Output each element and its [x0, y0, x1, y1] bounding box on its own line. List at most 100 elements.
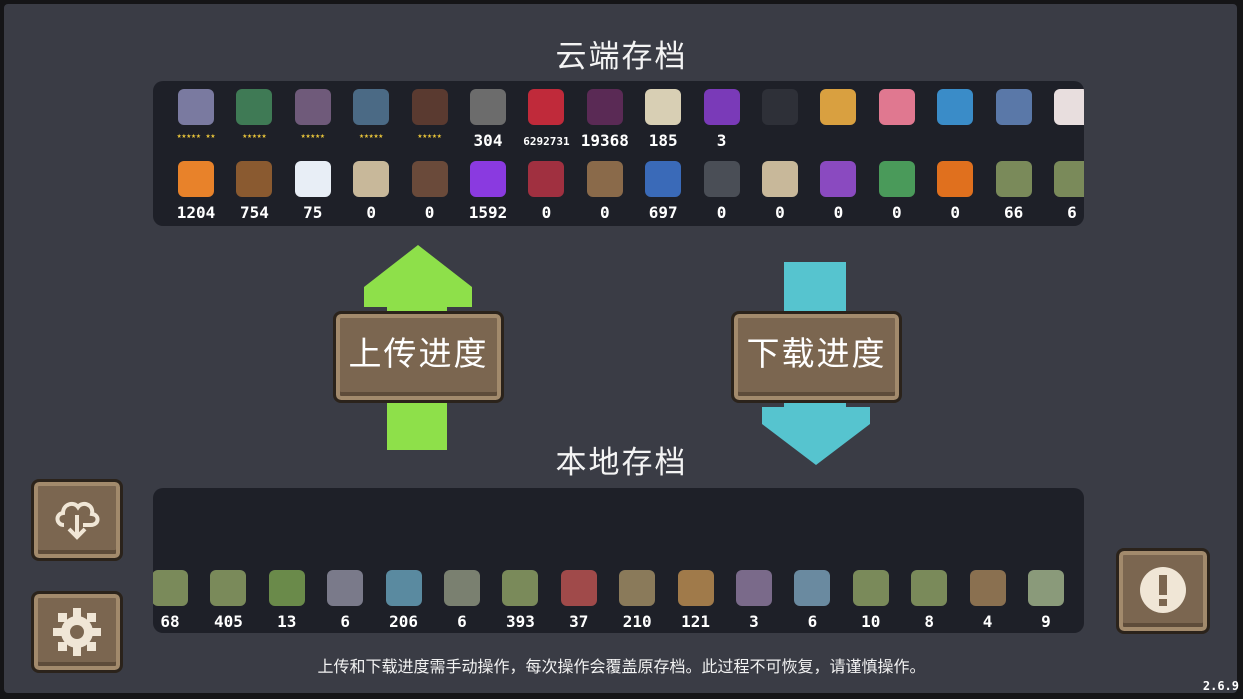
dark-dragon-icon	[586, 89, 623, 125]
white-bunny-icon	[1054, 89, 1084, 125]
item-slot[interactable]: 10	[842, 566, 900, 631]
item-slot[interactable]	[926, 85, 984, 149]
item-slot[interactable]	[868, 85, 926, 149]
item-slot[interactable]: 206	[375, 566, 433, 631]
item-slot[interactable]: 75	[284, 157, 342, 222]
item-count: ★★★★★	[417, 131, 442, 140]
notice-button[interactable]	[1116, 548, 1210, 634]
seed-bag-icon	[210, 570, 247, 606]
item-slot[interactable]: 3	[725, 566, 783, 631]
white-feather-icon	[294, 161, 331, 197]
item-slot[interactable]: 0	[751, 157, 809, 222]
item-slot[interactable]: 3	[693, 85, 751, 150]
item-slot[interactable]: 0	[342, 157, 400, 222]
item-count: 6	[340, 612, 350, 631]
item-slot[interactable]: 66	[985, 157, 1043, 222]
gray-tablet-icon	[703, 161, 740, 197]
item-slot[interactable]: 19368	[576, 85, 634, 150]
download-progress-label: 下载进度	[746, 334, 887, 373]
item-slot[interactable]: 6	[783, 566, 841, 631]
exclamation-icon	[1140, 567, 1186, 613]
item-slot[interactable]: 185	[634, 85, 692, 150]
item-count: 1592	[468, 203, 508, 222]
orange-cat-icon	[820, 89, 857, 125]
item-slot[interactable]: 405	[199, 566, 257, 631]
item-slot[interactable]: 0	[517, 157, 575, 222]
blue-scarf-icon	[645, 161, 682, 197]
settings-button[interactable]	[31, 591, 123, 673]
item-slot[interactable]: 6	[433, 566, 491, 631]
seed-bag-icon	[995, 161, 1032, 197]
parchment-icon	[762, 161, 798, 197]
item-count: 0	[599, 203, 610, 222]
item-slot[interactable]: 0	[809, 157, 867, 222]
download-progress-button[interactable]: 下载进度	[731, 311, 902, 403]
local-save-title: 本地存档	[555, 445, 688, 481]
pink-pig-icon	[878, 89, 915, 125]
rainbow-plant-icon	[820, 161, 857, 197]
item-slot[interactable]: 0	[576, 157, 634, 222]
item-slot[interactable]: 0	[693, 157, 751, 222]
fire-crystal-icon	[178, 161, 214, 197]
item-slot[interactable]: 0	[401, 157, 459, 222]
item-slot[interactable]: ★★★★★	[225, 85, 283, 149]
item-count: ★★★★★ ★★	[176, 131, 216, 140]
item-count: 754	[239, 203, 269, 222]
upload-progress-button[interactable]: 上传进度	[333, 311, 504, 403]
item-slot[interactable]: 393	[491, 566, 549, 631]
item-slot[interactable]: 1592	[459, 157, 517, 222]
item-slot[interactable]: 37	[550, 566, 608, 631]
seed-bag-blue-flower-icon	[153, 570, 188, 606]
item-slot[interactable]: 6292731	[517, 85, 575, 149]
carrot-icon	[937, 161, 974, 197]
machine-part-icon	[528, 161, 565, 197]
seed-bag-icon	[852, 570, 889, 606]
item-slot[interactable]: 8	[900, 566, 958, 631]
item-slot[interactable]: 754	[225, 157, 283, 222]
cloud-download-button[interactable]	[31, 479, 123, 561]
seed-bag-purple-icon	[736, 570, 772, 606]
item-count: 0	[833, 203, 844, 222]
item-slot[interactable]: 6	[1043, 157, 1084, 222]
item-slot[interactable]: 697	[634, 157, 692, 222]
item-slot[interactable]: 0	[926, 157, 984, 222]
item-slot[interactable]: 1204	[167, 157, 225, 222]
item-slot[interactable]: 210	[608, 566, 666, 631]
item-slot[interactable]: 0	[868, 157, 926, 222]
item-slot[interactable]: 4	[959, 566, 1017, 631]
item-slot[interactable]: 13	[258, 566, 316, 631]
seed-bag-white-flower-icon	[1028, 570, 1064, 606]
item-slot[interactable]: 304	[459, 85, 517, 150]
item-slot[interactable]	[985, 85, 1043, 149]
seed-bag-blue-icon	[385, 570, 422, 606]
item-slot[interactable]	[751, 85, 809, 149]
item-slot[interactable]: ★★★★★	[401, 85, 459, 149]
item-slot[interactable]	[809, 85, 867, 149]
item-count: ★★★★★	[300, 131, 325, 140]
item-slot[interactable]: ★★★★★	[284, 85, 342, 149]
green-block-icon	[878, 161, 915, 197]
item-count: 6	[457, 612, 467, 631]
item-slot[interactable]: 68	[153, 566, 199, 631]
item-slot[interactable]: 6	[316, 566, 374, 631]
item-count: 185	[648, 131, 678, 150]
item-slot[interactable]	[1043, 85, 1084, 149]
cloud-save-title: 云端存档	[555, 39, 688, 75]
item-count: 0	[424, 203, 435, 222]
item-slot[interactable]: 121	[667, 566, 725, 631]
item-slot[interactable]: ★★★★★ ★★	[167, 85, 225, 149]
seed-bag-root-icon	[969, 570, 1006, 606]
item-count: 6	[807, 612, 818, 631]
green-cabinet-icon	[236, 89, 273, 125]
seed-bag-orange-icon	[677, 570, 714, 606]
item-slot[interactable]: ★★★★★	[342, 85, 400, 149]
blueprint-icon	[411, 161, 448, 197]
purple-crystal-icon	[470, 161, 506, 197]
item-count: ★★★★★	[359, 131, 384, 140]
item-slot[interactable]: 9	[1017, 566, 1075, 631]
item-count: 8	[924, 612, 934, 631]
